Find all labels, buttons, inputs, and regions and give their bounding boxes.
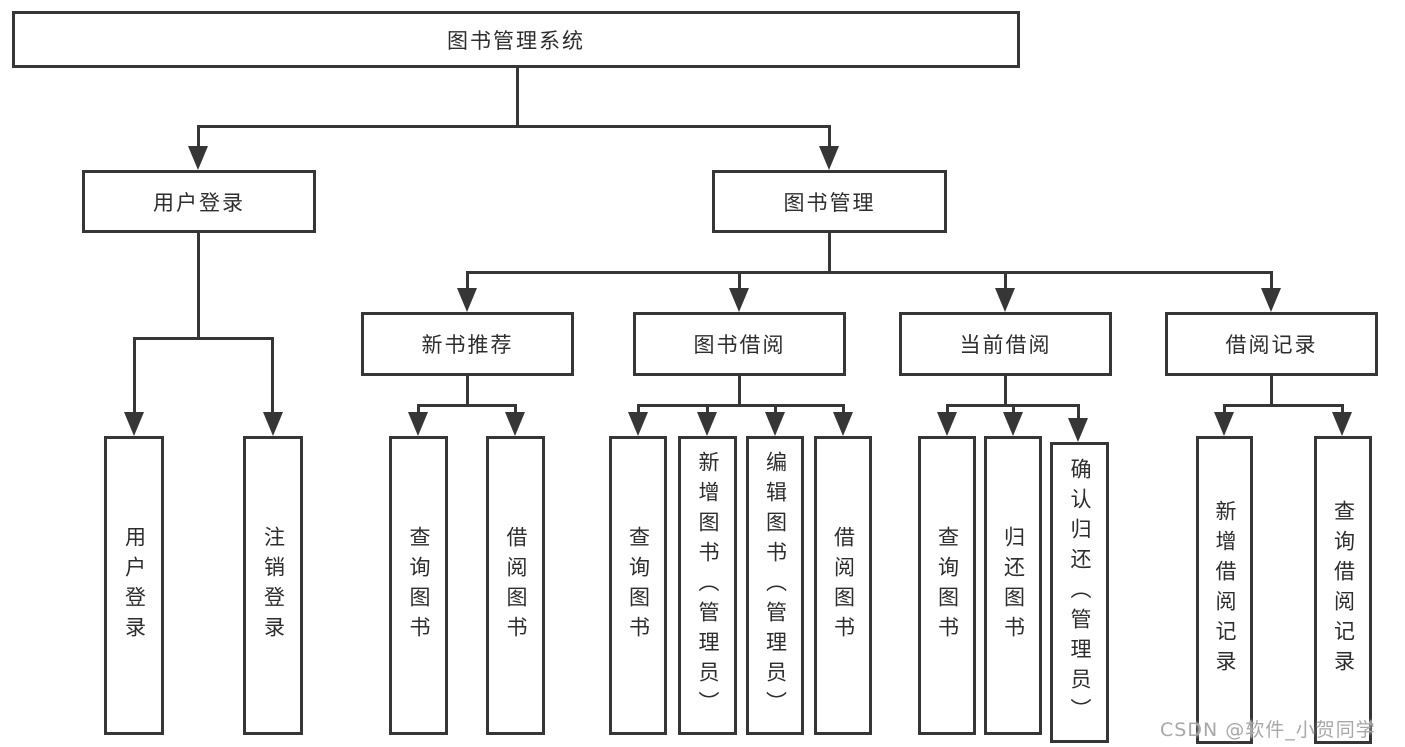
node-book-borrow: 图书借阅 <box>633 312 846 376</box>
connector-line <box>1341 404 1344 416</box>
arrowhead-down-icon <box>263 412 283 436</box>
connector-line <box>1223 404 1344 407</box>
leaf-edit-book-admin-label: 编辑图书（管理员） <box>763 450 788 721</box>
connector-line <box>1270 376 1273 407</box>
connector-line <box>1077 404 1080 422</box>
node-borrow-records: 借阅记录 <box>1165 312 1378 376</box>
connector-line <box>1004 376 1007 407</box>
node-new-book-recommend-label: 新书推荐 <box>421 333 514 357</box>
connector-line <box>946 404 949 416</box>
connector-line <box>774 404 777 416</box>
connector-line <box>828 125 831 151</box>
leaf-add-borrow-record-label: 新增借阅记录 <box>1213 500 1237 680</box>
arrowhead-down-icon <box>124 412 144 436</box>
arrowhead-down-icon <box>188 146 208 170</box>
leaf-add-borrow-record: 新增借阅记录 <box>1196 436 1253 744</box>
connector-line <box>197 233 200 337</box>
leaf-user-login: 用户登录 <box>104 436 164 735</box>
leaf-borrow-books-recommend: 借阅图书 <box>486 436 545 735</box>
connector-line <box>417 404 517 407</box>
connector-line <box>133 337 136 415</box>
csdn-watermark: CSDN @软件_小贺同学 <box>1160 719 1376 741</box>
node-user-login-label: 用户登录 <box>153 190 245 215</box>
connector-line <box>738 376 741 407</box>
connector-line <box>197 125 831 128</box>
node-book-management-label: 图书管理 <box>783 190 876 215</box>
connector-line <box>637 404 640 416</box>
leaf-user-login-label: 用户登录 <box>122 525 147 646</box>
arrowhead-down-icon <box>995 288 1015 312</box>
arrowhead-down-icon <box>1261 288 1281 312</box>
leaf-confirm-return-admin: 确认归还（管理员） <box>1050 442 1109 743</box>
arrowhead-down-icon <box>833 412 853 436</box>
leaf-query-books-current-label: 查询图书 <box>935 525 960 646</box>
node-user-login: 用户登录 <box>82 170 316 233</box>
connector-line <box>271 337 274 415</box>
arrowhead-down-icon <box>408 412 428 436</box>
arrowhead-down-icon <box>765 412 785 436</box>
connector-line <box>466 271 1273 274</box>
leaf-query-books-borrow: 查询图书 <box>609 436 667 735</box>
connector-line <box>417 404 420 416</box>
arrowhead-down-icon <box>1214 412 1234 436</box>
leaf-query-books-current: 查询图书 <box>918 436 976 735</box>
connector-line <box>516 68 519 125</box>
leaf-query-books-recommend-label: 查询图书 <box>407 525 431 646</box>
node-borrow-records-label: 借阅记录 <box>1225 333 1318 357</box>
leaf-add-book-admin-label: 新增图书（管理员） <box>696 450 720 721</box>
leaf-borrow-books-recommend-label: 借阅图书 <box>504 525 528 646</box>
leaf-logout-label: 注销登录 <box>261 525 286 646</box>
node-new-book-recommend: 新书推荐 <box>361 312 574 376</box>
arrowhead-down-icon <box>505 412 525 436</box>
leaf-add-book-admin: 新增图书（管理员） <box>678 436 737 735</box>
leaf-edit-book-admin: 编辑图书（管理员） <box>746 436 804 735</box>
leaf-return-book: 归还图书 <box>984 436 1042 735</box>
arrowhead-down-icon <box>937 412 957 436</box>
leaf-confirm-return-admin-label: 确认归还（管理员） <box>1068 457 1092 728</box>
node-root: 图书管理系统 <box>12 11 1020 68</box>
leaf-query-books-borrow-label: 查询图书 <box>626 525 651 646</box>
arrowhead-down-icon <box>457 288 477 312</box>
connector-line <box>197 125 200 151</box>
leaf-query-books-recommend: 查询图书 <box>389 436 448 735</box>
leaf-borrow-books: 借阅图书 <box>814 436 872 735</box>
connector-line <box>514 404 517 416</box>
leaf-query-borrow-record-label: 查询借阅记录 <box>1331 500 1356 680</box>
arrowhead-down-icon <box>697 412 717 436</box>
node-current-borrow: 当前借阅 <box>899 312 1112 376</box>
node-root-label: 图书管理系统 <box>447 28 585 53</box>
connector-line <box>133 337 274 340</box>
connector-line <box>842 404 845 416</box>
arrowhead-down-icon <box>1068 418 1088 442</box>
node-book-borrow-label: 图书借阅 <box>693 333 786 357</box>
leaf-return-book-label: 归还图书 <box>1001 525 1026 646</box>
node-book-management: 图书管理 <box>712 170 947 233</box>
leaf-query-borrow-record: 查询借阅记录 <box>1314 436 1372 744</box>
connector-line <box>738 271 741 291</box>
arrowhead-down-icon <box>628 412 648 436</box>
connector-line <box>466 376 469 407</box>
connector-line <box>1004 271 1007 291</box>
connector-line <box>1270 271 1273 291</box>
connector-line <box>706 404 709 416</box>
connector-line <box>466 271 469 291</box>
leaf-logout: 注销登录 <box>243 436 303 735</box>
arrowhead-down-icon <box>819 146 839 170</box>
connector-line <box>828 233 831 274</box>
arrowhead-down-icon <box>1003 412 1023 436</box>
arrowhead-down-icon <box>729 288 749 312</box>
node-current-borrow-label: 当前借阅 <box>959 333 1052 357</box>
arrowhead-down-icon <box>1332 412 1352 436</box>
connector-line <box>637 404 845 407</box>
connector-line <box>1012 404 1015 416</box>
leaf-borrow-books-label: 借阅图书 <box>831 525 856 646</box>
connector-line <box>1223 404 1226 416</box>
